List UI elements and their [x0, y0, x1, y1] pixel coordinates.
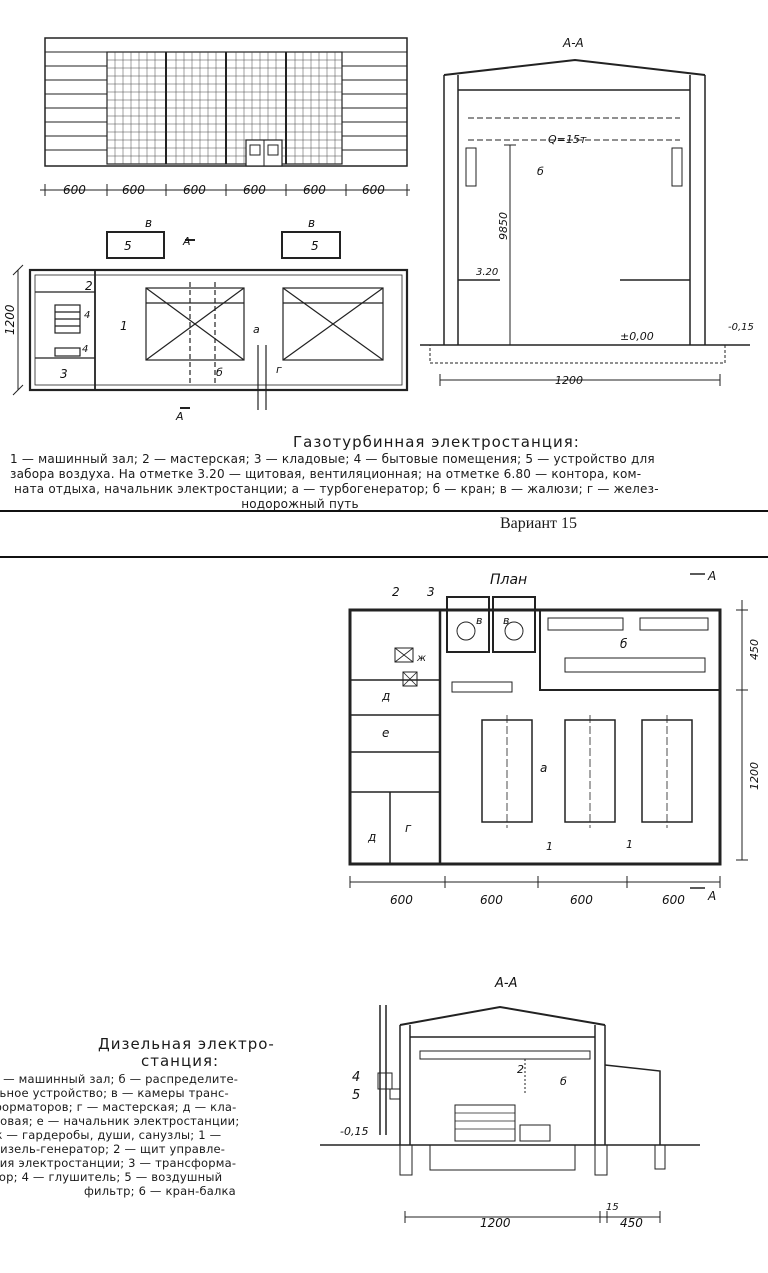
section2-label-5: 5	[352, 1088, 360, 1103]
plan2-dim-1: 600	[390, 893, 413, 907]
facade-dim-1: 600	[63, 183, 86, 197]
section1-level-320: 3.20	[476, 267, 498, 278]
page1-bottom-rule	[0, 510, 768, 512]
facade-dim-3: 600	[183, 183, 206, 197]
section1-b-mark: б	[537, 165, 544, 178]
section2-dim-450: 450	[620, 1216, 643, 1230]
page2-caption-line-2: льное устройство; в — камеры транс-	[0, 1086, 229, 1100]
plan2-label-2: 2	[392, 585, 400, 599]
facade-dim-5: 600	[303, 183, 326, 197]
section1-crane-label: Q=15т	[548, 133, 587, 146]
page2-caption-line-9: фильтр; 6 — кран-балка	[84, 1184, 236, 1198]
variant-label: Вариант 15	[500, 515, 577, 532]
plan2-side-dim-1200: 1200	[748, 762, 761, 790]
plan1-label-4: 4	[84, 310, 90, 321]
page1-caption-line-2: забора воздуха. На отметке 3.20 — щитова…	[10, 467, 642, 481]
page2-top-rule	[0, 556, 768, 558]
page2-caption-title-2: станция:	[141, 1052, 220, 1070]
section1-level-000: ±0,00	[620, 330, 654, 343]
page2-caption-line-8: тор; 4 — глушитель; 5 — воздушный	[0, 1170, 223, 1184]
plan2-section-arrow-top: А	[707, 569, 716, 583]
section2-span: 1200	[480, 1216, 511, 1230]
plan2-section-arrow-bottom: А	[707, 889, 716, 903]
page2-caption-line-6: дизель-генератор; 2 — щит управле-	[0, 1142, 226, 1156]
plan1-section-a1: А	[182, 235, 191, 248]
page1-caption: 1 — машинный зал; 2 — мастерская; 3 — кл…	[10, 452, 760, 512]
page2-caption-line-7: ния электростанции; 3 — трансформа-	[0, 1156, 237, 1170]
plan1-label-4b: 4	[82, 344, 88, 355]
page2-caption-line-3: форматоров; г — мастерская; д — кла-	[0, 1100, 237, 1114]
plan2-label-1b: 1	[626, 838, 633, 851]
plan2-label-b: б	[620, 637, 628, 651]
plan2-dim-2: 600	[480, 893, 503, 907]
page2-caption-line-4: довая; е — начальник электростанции;	[0, 1114, 240, 1128]
plan2-label-d1: д	[381, 689, 390, 703]
section1-height: 9850	[497, 212, 510, 240]
section2-title: А-А	[494, 976, 517, 991]
facade-dim-4: 600	[243, 183, 266, 197]
plan1-label-3: 3	[60, 367, 68, 381]
plan1-label-b: б	[216, 366, 223, 379]
plan2-label-1a: 1	[546, 840, 553, 853]
plan1-label-v2: в	[308, 216, 315, 230]
facade-dim-2: 600	[122, 183, 145, 197]
diesel-section: А-А 2 б 4 5 -0,15 1200	[320, 976, 700, 1230]
section1-span: 1200	[555, 374, 583, 387]
page1-caption-line-1: 1 — машинный зал; 2 — мастерская; 3 — кл…	[10, 452, 655, 466]
page2-caption-line-1: а — машинный зал; б — распределите-	[0, 1072, 239, 1086]
plan2-label-zh: ж	[416, 653, 426, 664]
plan1-dim-1200: 1200	[3, 304, 17, 335]
section2-dim-15: 15	[606, 1202, 619, 1213]
section2-label-2: 2	[517, 1063, 524, 1076]
page1-caption-line-3: ната отдыха, начальник электростанции; а…	[14, 482, 659, 496]
plan2-label-v1: в	[476, 614, 482, 627]
facade-dim-6: 600	[362, 183, 385, 197]
plan2-label-a: а	[540, 761, 547, 775]
page2-caption-line-5: ж — гардеробы, души, санузлы; 1 —	[0, 1128, 222, 1142]
plan2-side-dim-450: 450	[748, 639, 761, 660]
section1-level-015: -0,15	[728, 322, 754, 333]
section1-title: А-А	[562, 36, 584, 50]
plan2-label-e: е	[382, 726, 389, 740]
plan2-label-v2: в	[503, 614, 509, 627]
plan2-title: План	[490, 572, 527, 588]
diesel-plan: План А А	[348, 569, 761, 907]
facade-elevation: 600 600 600 600 600 600	[3, 36, 754, 423]
plan2-label-d2: д	[367, 830, 376, 844]
page2-caption-title-1: Дизельная электро-	[98, 1035, 275, 1053]
plan1-label-v1: в	[145, 216, 152, 230]
page1-caption-title: Газотурбинная электростанция:	[293, 433, 580, 451]
plan1-label-5b: 5	[311, 239, 319, 253]
plan1-label-1: 1	[120, 319, 128, 333]
plan2-label-g: г	[405, 821, 412, 835]
plan2-dim-3: 600	[570, 893, 593, 907]
plan2-label-3: 3	[427, 585, 435, 599]
section2-label-6: б	[560, 1075, 567, 1088]
plan1-section-a2: А	[175, 410, 184, 423]
section2-level: -0,15	[340, 1125, 368, 1138]
plan1-label-5a: 5	[124, 239, 132, 253]
plan1-label-a: а	[253, 323, 260, 336]
page2-caption: а — машинный зал; б — распределите- льно…	[0, 1072, 292, 1198]
plan2-dim-4: 600	[662, 893, 685, 907]
plan1-label-2: 2	[85, 279, 93, 293]
plan1-label-g: г	[276, 363, 282, 376]
section2-label-4: 4	[352, 1070, 360, 1085]
page1-caption-line-4: нодорожный путь	[241, 497, 359, 511]
